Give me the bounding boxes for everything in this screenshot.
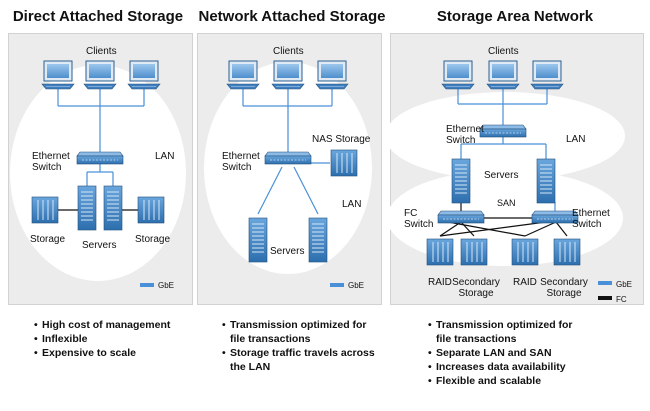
san-san-label: SAN [497,198,516,208]
nas-bullets: •Transmission optimized for file transac… [222,318,387,374]
das-lan-label: LAN [155,151,175,162]
san-server-icon [536,158,556,204]
san-legend-gbe-label: GbE [616,280,633,289]
list-item: •Transmission optimized for file transac… [428,319,573,345]
nas-server-icon [248,217,268,263]
san-legend-gbe-swatch [598,281,612,285]
nas-switch-icon [264,151,312,165]
title-das: Direct Attached Storage [12,8,184,25]
das-legend-gbe-swatch [140,283,154,287]
das-switch-label: Ethernet Switch [32,151,70,173]
san-raid-left-label: RAID [428,277,452,288]
das-client-icon [127,60,161,90]
nas-gbe-links [242,88,333,215]
das-storage-icon [31,196,59,224]
san-secondary-right-label: Secondary Storage [540,277,588,299]
das-switch-icon [76,151,124,165]
san-eth-switch-top-label: Ethernet Switch [446,124,484,146]
das-storage-icon [137,196,165,224]
list-item: •Transmission optimized for file transac… [222,319,367,345]
san-secondary-left-label: Secondary Storage [452,277,500,299]
san-legend-fc-label: FC [616,295,627,304]
san-client-icon [441,60,475,90]
nas-legend-gbe-label: GbE [348,281,365,290]
das-bullets: •High cost of management •Inflexible •Ex… [34,318,194,360]
nas-client-icon [226,60,260,90]
das-storage-right-label: Storage [135,234,171,245]
san-client-icon [530,60,564,90]
nas-server-icon [308,217,328,263]
title-nas: Network Attached Storage [198,8,386,25]
nas-switch-label: Ethernet Switch [222,151,260,173]
san-bullets: •Transmission optimized for file transac… [428,318,628,388]
nas-storage-icon [330,149,358,177]
san-raid-icon [426,238,454,266]
san-fc-switch-label: FC Switch [404,208,434,230]
nas-legend-gbe-swatch [330,283,344,287]
das-lan-ellipse [10,65,186,281]
san-client-icon [486,60,520,90]
das-server-icon [103,185,123,231]
list-item: •Separate LAN and SAN [428,347,552,359]
nas-client-icon [315,60,349,90]
san-raid-right-label: RAID [513,277,537,288]
nas-servers-label: Servers [270,246,305,257]
das-servers-label: Servers [82,240,117,251]
nas-clients-label: Clients [273,46,304,57]
list-item: •Inflexible [34,333,88,345]
das-legend-gbe-label: GbE [158,281,175,290]
nas-client-icon [271,60,305,90]
san-secondary-storage-icon [553,238,581,266]
das-storage-left-label: Storage [30,234,66,245]
list-item: •Storage traffic travels across the LAN [222,347,375,373]
nas-storage-label: NAS Storage [312,134,371,145]
nas-lan-label: LAN [342,199,362,210]
san-server-icon [451,158,471,204]
das-server-icon [77,185,97,231]
list-item: •Flexible and scalable [428,375,542,387]
san-servers-label: Servers [484,170,519,181]
san-eth-switch-right-label: Ethernet Switch [572,208,610,230]
san-fc-switch-icon [437,210,485,224]
san-lan-label: LAN [566,134,586,145]
das-gbe-links [57,88,145,186]
list-item: •Expensive to scale [34,347,136,359]
list-item: •High cost of management [34,319,171,331]
san-legend-fc-swatch [598,296,612,300]
san-secondary-storage-icon [460,238,488,266]
san-eth-switch-icon [479,124,527,138]
san-clients-label: Clients [488,46,519,57]
title-san: Storage Area Network [436,8,594,25]
das-client-icon [83,60,117,90]
san-gbe-links [457,88,556,212]
das-clients-label: Clients [86,46,117,57]
list-item: •Increases data availability [428,361,566,373]
san-raid-icon [511,238,539,266]
nas-lan-ellipse [204,62,372,274]
das-client-icon [41,60,75,90]
